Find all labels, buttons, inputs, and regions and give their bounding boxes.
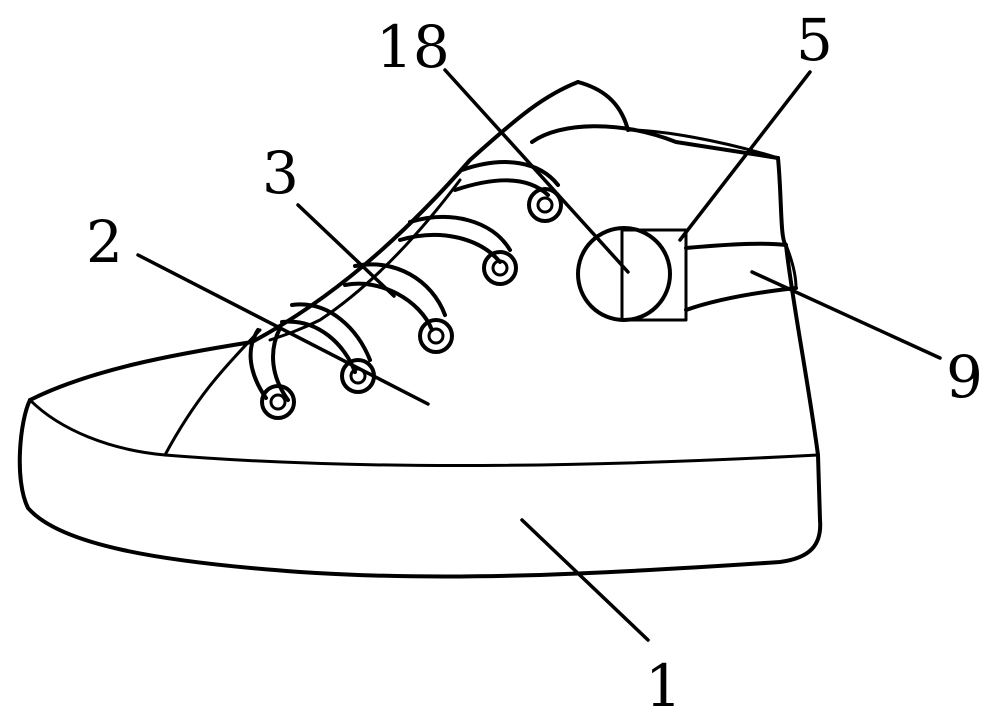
eyelets bbox=[260, 187, 563, 420]
label-eyelet: 18 bbox=[376, 13, 450, 81]
sole bbox=[17, 398, 823, 579]
label-lace: 3 bbox=[262, 139, 299, 207]
reference-labels: 18 5 3 2 9 1 bbox=[86, 6, 983, 720]
laces bbox=[248, 160, 560, 402]
label-upper: 2 bbox=[86, 208, 123, 276]
label-sole: 1 bbox=[645, 652, 682, 720]
label-strap: 9 bbox=[946, 343, 983, 411]
strap bbox=[684, 241, 798, 312]
shoe-upper bbox=[28, 80, 820, 457]
label-round-part: 5 bbox=[796, 6, 833, 74]
leader-line-18 bbox=[443, 68, 630, 274]
leader-line-5 bbox=[678, 70, 812, 242]
leader-line-1 bbox=[520, 518, 650, 642]
leader-line-2 bbox=[136, 253, 430, 406]
leader-lines bbox=[136, 68, 942, 642]
round-part bbox=[576, 226, 688, 322]
leader-line-9 bbox=[750, 270, 942, 360]
leader-line-3 bbox=[296, 203, 396, 298]
